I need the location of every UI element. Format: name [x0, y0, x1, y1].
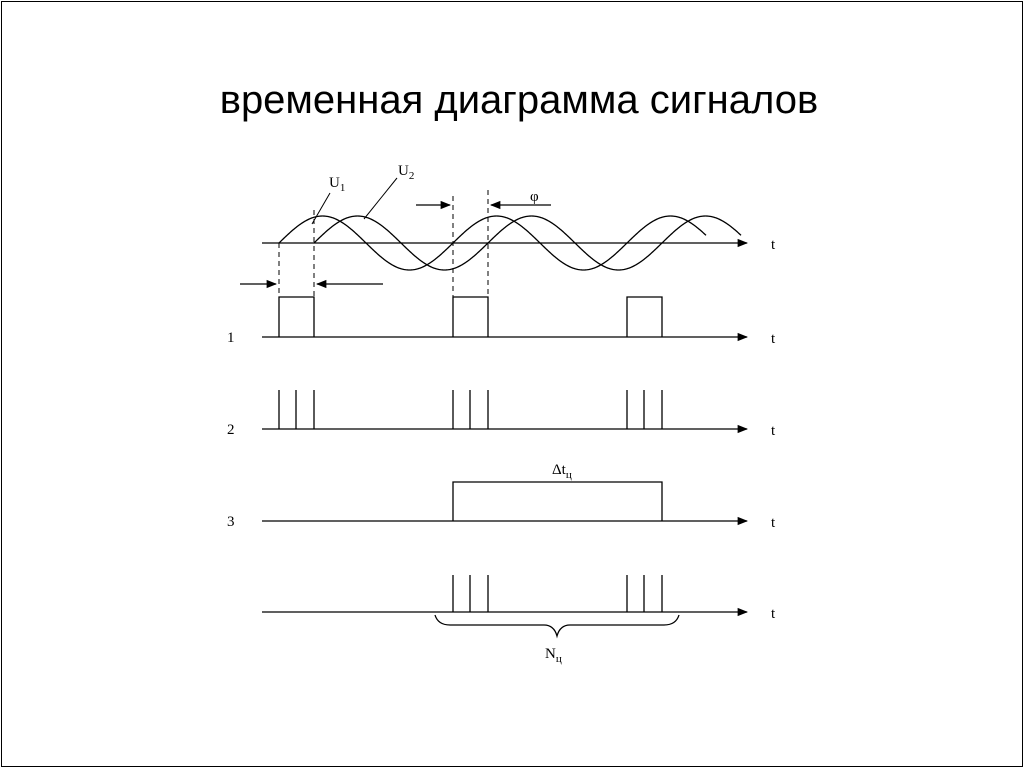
axis-label-t: t — [771, 606, 776, 622]
row-1-pulses — [278, 296, 663, 337]
waveform-u1 — [278, 215, 707, 271]
label-u1: U1 — [329, 175, 345, 194]
phase-arrows — [240, 200, 551, 289]
axis-label-t: t — [771, 331, 776, 347]
row-3-gate — [452, 481, 663, 521]
row-label-3: 3 — [227, 514, 235, 530]
row-label-1: 1 — [227, 330, 235, 346]
label-delta-t: Δtц — [552, 462, 572, 481]
label-n: Nц — [545, 646, 562, 665]
label-phi: φ — [530, 189, 539, 205]
axis-label-t: t — [771, 423, 776, 439]
page-title: временная диаграмма сигналов — [219, 78, 819, 122]
waveforms — [278, 215, 742, 271]
row-2-impulses — [278, 390, 663, 429]
count-brace — [434, 614, 680, 639]
labels: U1 U2 φ t t t t t 1 2 3 Δtц Nц — [227, 163, 776, 665]
waveform-u2 — [313, 215, 742, 271]
reference-lines — [278, 190, 489, 297]
label-u2: U2 — [398, 163, 414, 182]
row-label-2: 2 — [227, 422, 235, 438]
row-4-impulses — [452, 575, 663, 612]
axes — [262, 238, 749, 617]
axis-label-t: t — [771, 237, 776, 253]
callout-leaders — [311, 177, 398, 225]
axis-label-t: t — [771, 515, 776, 531]
